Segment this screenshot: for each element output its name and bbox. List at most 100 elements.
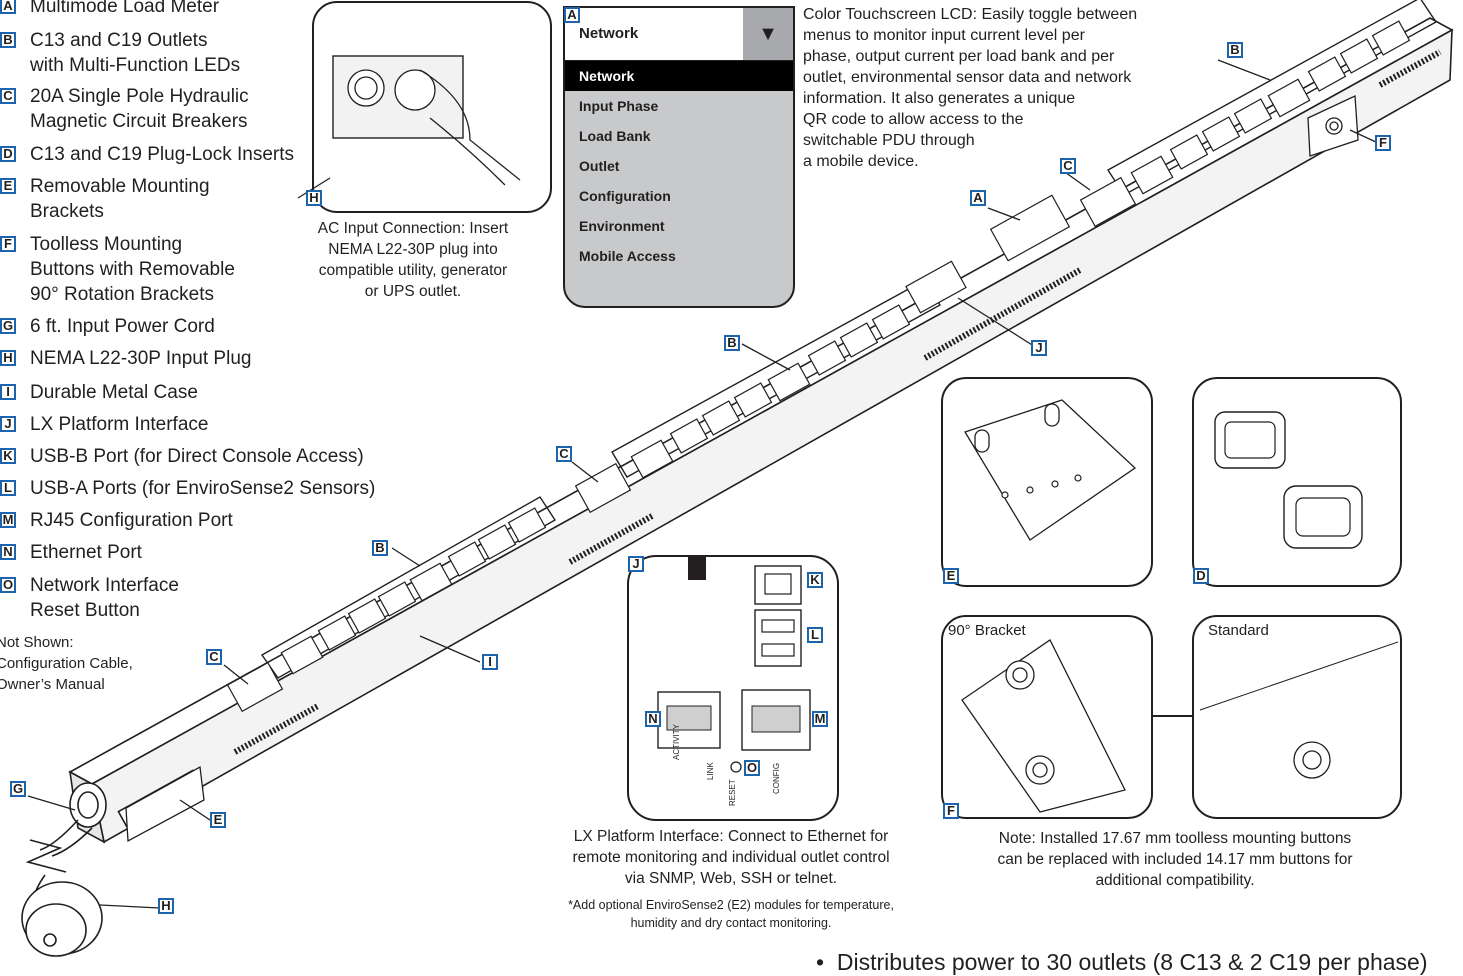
- callout-c-top: C: [1060, 158, 1076, 174]
- feature-bullet: • Distributes power to 30 outlets (8 C13…: [816, 948, 1428, 976]
- legend-text: Network Interface: [30, 575, 179, 596]
- legend-text-line2: Brackets: [30, 201, 104, 222]
- triangle-down-icon: ▼: [758, 23, 778, 45]
- caption-line: humidity and dry contact monitoring.: [630, 916, 832, 930]
- not-shown-line: Owner’s Manual: [0, 676, 105, 693]
- plug-lock-inset: [1192, 377, 1402, 587]
- reset-label: RESET: [728, 779, 737, 806]
- lcd-line: phase, output current per load bank and …: [803, 48, 1115, 65]
- callout-c-low: C: [206, 649, 222, 665]
- feature-legend: A Multimode Load Meter B C13 and C19 Out…: [0, 0, 380, 700]
- caption-line: via SNMP, Web, SSH or telnet.: [624, 870, 838, 887]
- legend-badge: O: [0, 577, 16, 593]
- legend-badge: L: [0, 480, 16, 496]
- legend-badge: F: [0, 236, 16, 252]
- lx-interface-inset: [627, 555, 839, 821]
- dropdown-button[interactable]: ▼: [743, 8, 793, 60]
- menu-item-label: Configuration: [579, 188, 671, 204]
- legend-text-line3: 90° Rotation Brackets: [30, 284, 214, 305]
- bracket-standard-inset: [1192, 615, 1402, 819]
- menu-item-label: Mobile Access: [579, 248, 676, 264]
- callout-j-inset: J: [628, 556, 644, 572]
- menu-item-load-bank[interactable]: Load Bank: [565, 121, 793, 151]
- callout-o: O: [744, 760, 760, 776]
- legend-text: C13 and C19 Plug-Lock Inserts: [30, 144, 295, 165]
- leader-lines: [27, 59, 1379, 909]
- callout-h-inset: H: [306, 190, 322, 206]
- legend-text: Toolless Mounting: [30, 234, 183, 255]
- legend-text: 6 ft. Input Power Cord: [30, 316, 215, 337]
- legend-badge: N: [0, 544, 16, 560]
- bracket-90-label: 90° Bracket: [948, 622, 1026, 639]
- menu-item-input-phase[interactable]: Input Phase: [565, 91, 793, 121]
- bullet-dot: •: [816, 949, 837, 975]
- legend-text: Multimode Load Meter: [30, 0, 220, 17]
- caption-line: *Add optional EnviroSense2 (E2) modules …: [568, 898, 894, 912]
- menu-item-label: Outlet: [579, 158, 620, 174]
- outlet-sockets: [280, 20, 1411, 675]
- caption-line: AC Input Connection: Insert: [317, 220, 509, 237]
- legend-badge: J: [0, 416, 16, 432]
- legend-badge: C: [0, 88, 16, 104]
- menu-item-configuration[interactable]: Configuration: [565, 181, 793, 211]
- lcd-menu: Network ▼ Network Input Phase Load Bank …: [563, 6, 795, 308]
- lcd-line: menus to monitor input current level per: [803, 27, 1085, 44]
- legend-badge: A: [0, 0, 16, 14]
- callout-k: K: [807, 572, 823, 588]
- menu-item-label: Environment: [579, 218, 665, 234]
- ac-input-inset: [312, 1, 552, 213]
- callout-h-plug: H: [158, 898, 174, 914]
- lcd-line: information. It also generates a unique: [803, 90, 1076, 107]
- menu-item-label: Input Phase: [579, 98, 659, 114]
- lcd-description: Color Touchscreen LCD: Easily toggle bet…: [803, 4, 1183, 172]
- circuit-breakers: [226, 176, 1137, 713]
- bracket-e-inset: [941, 377, 1153, 587]
- menu-item-environment[interactable]: Environment: [565, 211, 793, 241]
- caption-line: can be replaced with included 14.17 mm b…: [997, 851, 1353, 868]
- not-shown-line: Not Shown:: [0, 634, 74, 651]
- menu-item-label: Network: [579, 68, 635, 84]
- callout-n: N: [645, 711, 661, 727]
- callout-c-mid: C: [556, 446, 572, 462]
- mounting-button: [1307, 95, 1359, 157]
- vents: [233, 49, 1442, 755]
- callout-d-inset: D: [1193, 568, 1209, 584]
- caption-line: additional compatibility.: [1095, 872, 1255, 889]
- menu-item-mobile-access[interactable]: Mobile Access: [565, 241, 793, 271]
- callout-e-inset: E: [943, 568, 959, 584]
- ac-input-caption: AC Input Connection: Insert NEMA L22-30P…: [300, 218, 526, 302]
- legend-badge: H: [0, 350, 16, 366]
- legend-text: Ethernet Port: [30, 542, 142, 563]
- lcd-line: switchable PDU through: [803, 132, 975, 149]
- callout-b-top: B: [1227, 42, 1243, 58]
- callout-f-inset: F: [943, 803, 959, 819]
- legend-badge: I: [0, 384, 16, 400]
- legend-text: Durable Metal Case: [30, 382, 198, 403]
- not-shown-note: Not Shown: Configuration Cable, Owner’s …: [0, 632, 133, 695]
- caption-line: LX Platform Interface: Connect to Ethern…: [573, 828, 889, 845]
- link-label: LINK: [706, 762, 715, 780]
- callout-a-menu: A: [564, 7, 580, 23]
- legend-badge: G: [0, 318, 16, 334]
- menu-item-network[interactable]: Network: [565, 61, 793, 91]
- callout-a-body: A: [970, 190, 986, 206]
- caption-line: or UPS outlet.: [364, 283, 462, 300]
- menu-header[interactable]: Network ▼: [565, 8, 793, 61]
- menu-header-label: Network: [579, 25, 639, 42]
- menu-item-label: Load Bank: [579, 128, 651, 144]
- caption-line: NEMA L22-30P plug into: [328, 241, 498, 258]
- bracket-standard-label: Standard: [1208, 622, 1269, 639]
- menu-item-outlet[interactable]: Outlet: [565, 151, 793, 181]
- bracket-note: Note: Installed 17.67 mm toolless mounti…: [940, 828, 1410, 891]
- activity-label: ACTIVITY: [672, 723, 681, 760]
- callout-f-body: F: [1375, 135, 1391, 151]
- legend-badge: E: [0, 178, 16, 194]
- legend-text: RJ45 Configuration Port: [30, 510, 233, 531]
- callout-g: G: [10, 781, 26, 797]
- caption-line: remote monitoring and individual outlet …: [572, 849, 890, 866]
- legend-text: C13 and C19 Outlets: [30, 30, 208, 51]
- legend-text-line2: with Multi-Function LEDs: [30, 55, 241, 76]
- caption-line: Note: Installed 17.67 mm toolless mounti…: [998, 830, 1352, 847]
- callout-m: M: [812, 711, 828, 727]
